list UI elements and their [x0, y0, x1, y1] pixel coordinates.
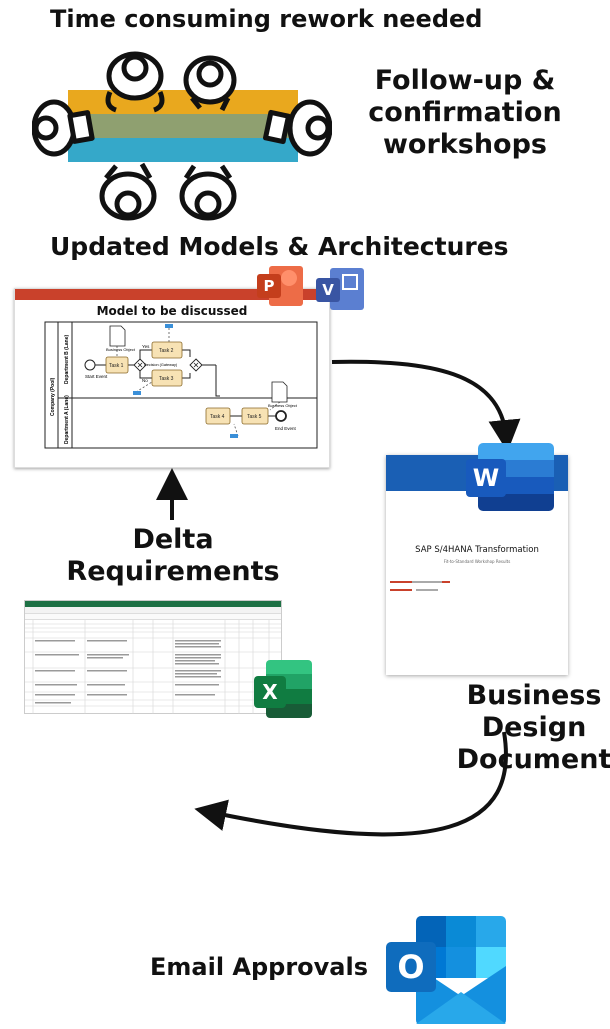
business-design-document-label: Business Design Document [454, 680, 610, 776]
bpmn-lane-b-label: Department B (Lane) [64, 334, 70, 384]
bpmn-lane-a-label: Department A (Lane) [64, 395, 70, 444]
bpmn-task-2-label: Task 2 [159, 348, 174, 354]
outlook-letter: O [386, 942, 436, 992]
workshop-label: Follow-up & confirmation workshops [340, 65, 590, 161]
models-title: Updated Models & Architectures [50, 232, 509, 261]
outlook-envelope [416, 966, 506, 1024]
bpmn-pool-label: Company (Pool) [50, 377, 56, 416]
bpmn-task-4 [205, 407, 231, 425]
workshop-label-line-2: confirmation [368, 96, 562, 128]
business-design-line-3: Document [456, 743, 610, 775]
model-card-red-bar [15, 289, 329, 300]
delta-line-1: Delta [132, 524, 214, 555]
bpmn-task-1 [105, 356, 129, 374]
bpmn-start-event [84, 359, 96, 371]
bpmn-start-event-label: Start Event [85, 374, 108, 379]
bpmn-business-object-1 [109, 325, 126, 347]
bpmn-yes-label: Yes [142, 344, 150, 349]
workshop-table-illustration [32, 51, 332, 221]
visio-icon: V [316, 268, 366, 312]
excel-icon: X [254, 660, 314, 720]
word-letter: W [466, 459, 506, 497]
excel-letter: X [254, 676, 286, 708]
bpmn-task-3 [151, 369, 183, 387]
email-approvals-label: Email Approvals [150, 953, 369, 981]
delta-requirements-label: Delta Requirements [48, 524, 298, 588]
excel-grid [25, 620, 281, 714]
model-card-title: Model to be discussed [96, 304, 248, 318]
bpmn-task-5-label: Task 5 [247, 414, 262, 420]
bpmn-no-label: No [142, 378, 148, 383]
word-doc-title: SAP S/4HANA Transformation [415, 545, 539, 555]
bpmn-task-2 [151, 341, 183, 359]
word-doc-subtitle: Fit-to-Standard Workshop Results [443, 559, 511, 564]
word-icon: W [456, 443, 554, 513]
powerpoint-icon: P [257, 264, 305, 308]
business-design-line-2: Design [481, 711, 587, 743]
bpmn-business-object-1-label: Business Object [106, 347, 136, 352]
bpmn-end-event-label: End Event [275, 426, 297, 431]
workshop-label-line-3: workshops [382, 128, 547, 160]
powerpoint-letter: P [257, 274, 281, 298]
bpmn-task-4-label: Task 4 [210, 414, 225, 420]
bpmn-business-object-2 [271, 381, 288, 403]
bpmn-decision-label: Decision (Gateway) [144, 363, 178, 367]
outlook-icon: O [386, 916, 516, 1026]
bpmn-task-1-label: Task 1 [109, 363, 124, 369]
delta-line-2: Requirements [66, 555, 280, 587]
bpmn-diagram: Company (Pool) Department B (Lane) Depar… [44, 321, 318, 449]
bpmn-business-object-2-label: Business Object [268, 403, 298, 408]
excel-spreadsheet-thumbnail [24, 600, 282, 714]
bpmn-end-event [275, 410, 287, 422]
business-design-line-1: Business [466, 680, 602, 711]
visio-letter: V [316, 278, 340, 302]
bpmn-task-5 [241, 407, 269, 425]
bpmn-task-3-label: Task 3 [159, 376, 174, 382]
top-title: Time consuming rework needed [50, 5, 483, 33]
workshop-label-line-1: Follow-up & [374, 65, 556, 96]
